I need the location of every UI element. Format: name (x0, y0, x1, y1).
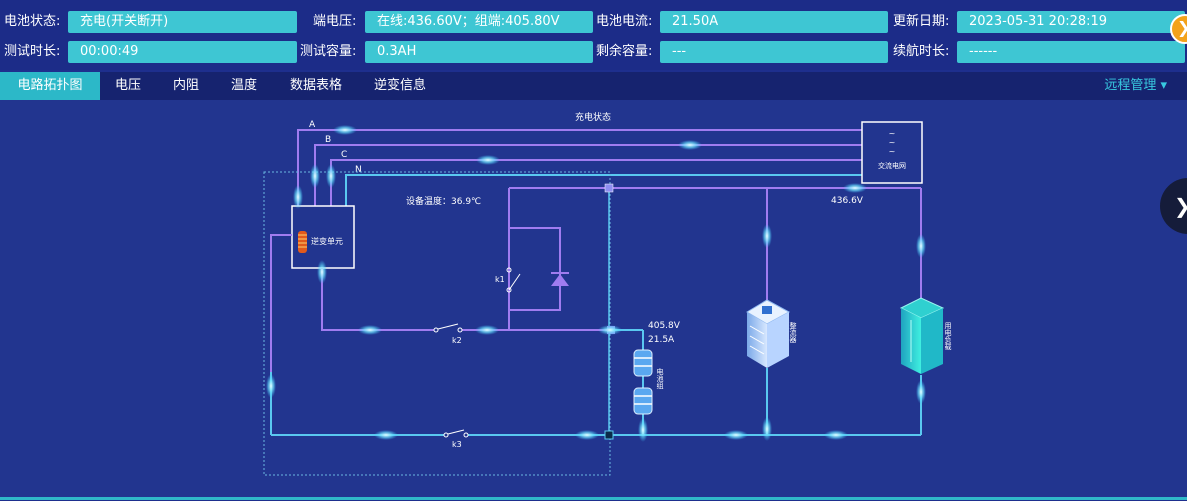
tab-resistance[interactable]: 内阻 (172, 78, 199, 93)
tab-voltage[interactable]: 电压 (114, 78, 141, 93)
battery-state-value: 充电(开关断开) (68, 11, 297, 33)
inverter-label: 逆变单元 (311, 236, 343, 246)
bottom-bus (271, 329, 922, 436)
battery-state-label: 电池状态: (4, 14, 61, 29)
test-duration-label: 测试时长: (4, 44, 61, 59)
switch-k1-label: k1 (495, 275, 505, 284)
test-capacity-label: 测试容量: (300, 44, 357, 59)
rectifier-label: 整流器 (789, 321, 797, 344)
circuit-diagram: 充电状态 A B C N ~ ~ ~ 交流电网 逆变单元 设备温度：36.9℃ (263, 111, 952, 476)
update-date-value: 2023-05-31 20:28:19 (957, 11, 1185, 33)
endurance-label: 续航时长: (893, 44, 950, 59)
remote-management-label: 远程管理 (1104, 78, 1157, 93)
phase-n-label: N (355, 165, 362, 175)
battery-group-label: 电池组 (656, 367, 664, 389)
ac-symbol-icon: ~ (889, 129, 896, 138)
inverter-left-wire (270, 234, 292, 372)
phase-c-label: C (341, 150, 347, 160)
grid-box (861, 121, 923, 184)
topology-panel: 充电状态 A B C N ~ ~ ~ 交流电网 逆变单元 设备温度：36.9℃ (0, 100, 1187, 500)
neutral-line (345, 174, 862, 206)
remaining-capacity-value: --- (660, 41, 888, 63)
tab-bar: 电路拓扑图 电压 内阻 温度 数据表格 逆变信息 远程管理 ▾ (0, 72, 1187, 100)
tab-data-table[interactable]: 数据表格 (289, 78, 342, 93)
terminal-voltage-label: 端电压: (313, 14, 357, 29)
endurance-value: ------ (957, 41, 1185, 63)
ac-symbol-icon: ~ (889, 138, 896, 147)
test-duration-value: 00:00:49 (68, 41, 297, 63)
update-date-label: 更新日期: (893, 14, 950, 29)
diagram-title: 充电状态 (575, 111, 611, 123)
caret-down-icon: ▾ (1160, 78, 1167, 93)
switch-k1-icon (506, 267, 521, 293)
battery-current-label: 电池电流: (596, 14, 653, 29)
current-flow-glows (266, 125, 926, 442)
device-temperature: 设备温度：36.9℃ (406, 195, 481, 207)
switch-k3-icon (443, 429, 469, 438)
rectifier-server-icon (746, 299, 791, 368)
ground-node (604, 430, 614, 440)
tab-topology[interactable]: 电路拓扑图 (0, 72, 100, 100)
battery-current-value: 21.50A (660, 11, 888, 33)
battery-current: 21.5A (648, 335, 675, 345)
online-voltage: 436.6V (831, 196, 864, 206)
inverter-coil-icon (298, 231, 307, 253)
test-capacity-value: 0.3AH (365, 41, 593, 63)
load-device-icon (899, 297, 945, 374)
bus-node (604, 183, 614, 193)
diode-icon (551, 272, 569, 286)
tab-inverter-info[interactable]: 逆变信息 (373, 78, 426, 93)
switch-k3-label: k3 (452, 440, 462, 449)
tab-temperature[interactable]: 温度 (230, 78, 257, 93)
dc-bus (321, 187, 922, 331)
phase-lines (297, 129, 862, 206)
ac-symbol-icon: ~ (889, 147, 896, 156)
inverter-cabinet-boundary (263, 171, 611, 476)
remaining-capacity-label: 剩余容量: (596, 44, 653, 59)
grid-label: 交流电网 (878, 161, 906, 170)
switch-k2-icon (433, 323, 463, 333)
remote-management-dropdown[interactable]: 远程管理 ▾ (1104, 72, 1167, 100)
phase-b-label: B (325, 135, 331, 145)
battery-voltage: 405.8V (648, 321, 681, 331)
terminal-voltage-value: 在线:436.60V；组端:405.80V (365, 11, 593, 33)
switch-k2-label: k2 (452, 336, 462, 345)
battery-pack-icon (633, 349, 653, 415)
status-header: 电池状态: 充电(开关断开) 端电压: 在线:436.60V；组端:405.80… (0, 0, 1187, 70)
expand-icon[interactable]: ❯ (1170, 14, 1187, 44)
phase-a-label: A (309, 120, 316, 130)
load-label: 用电负载 (944, 322, 952, 351)
